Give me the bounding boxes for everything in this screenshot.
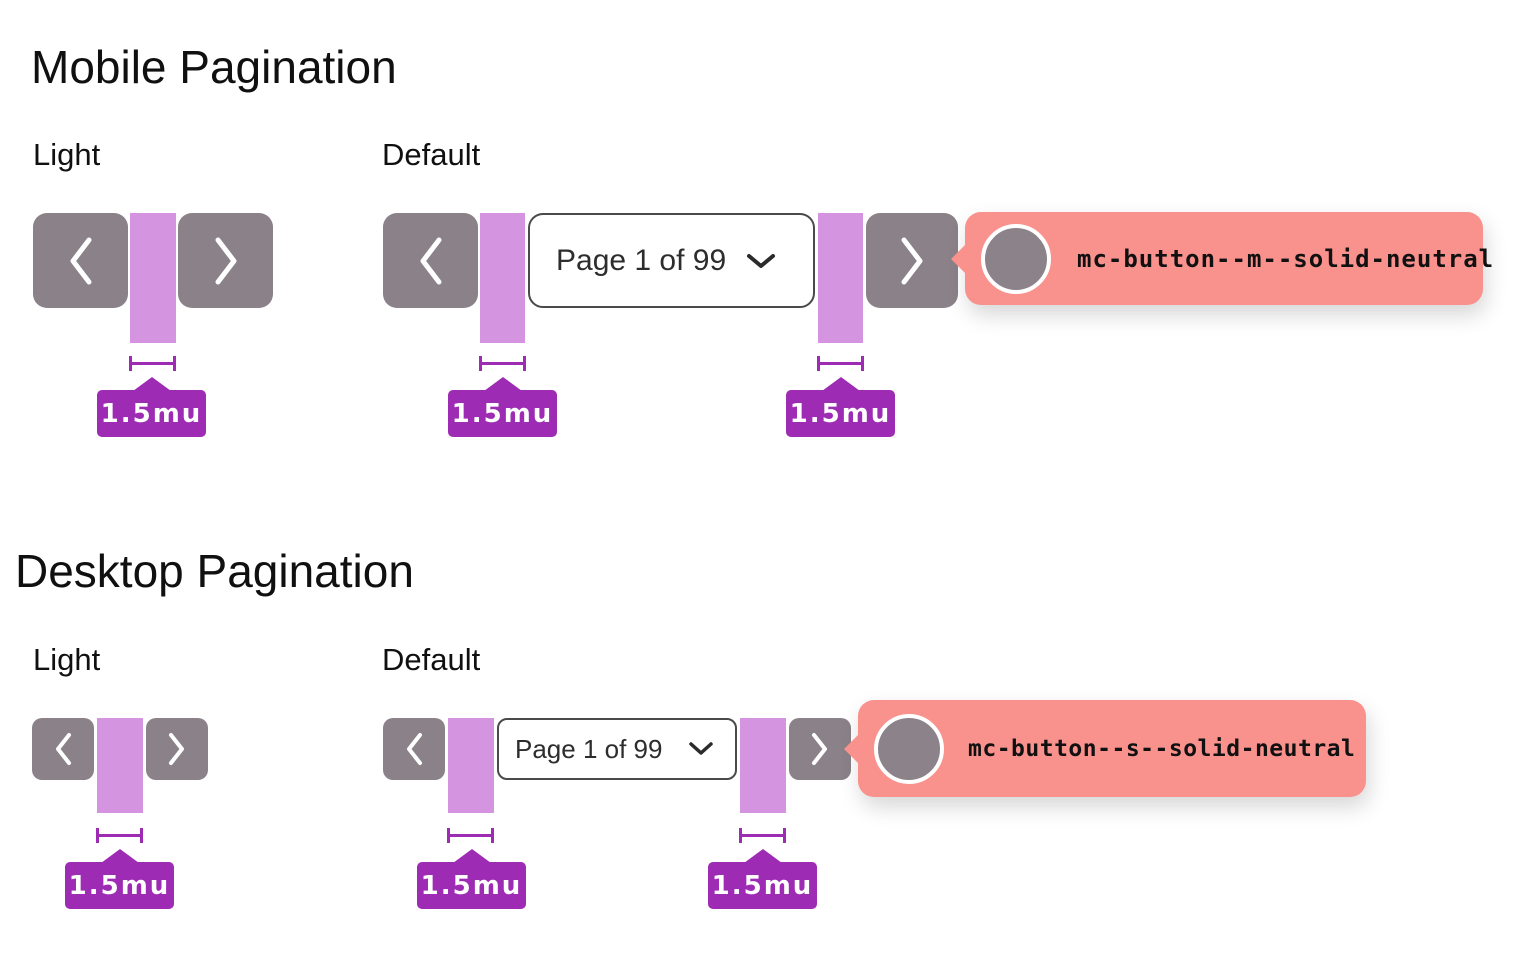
measurement-ruler <box>129 356 176 371</box>
page-select-value: Page 1 of 99 <box>556 243 727 277</box>
next-page-button[interactable] <box>866 213 958 308</box>
button-swatch-circle-icon <box>874 713 944 784</box>
chevron-right-icon <box>215 237 236 284</box>
next-page-button[interactable] <box>178 213 273 308</box>
component-name-label: mc-button--s--solid-neutral <box>968 735 1356 762</box>
page-select-dropdown[interactable]: Page 1 of 99 <box>528 213 815 308</box>
desktop-section-title: Desktop Pagination <box>15 545 414 597</box>
spacing-highlight <box>740 718 786 813</box>
measurement-value: 1.5mu <box>711 870 814 901</box>
measurement-value: 1.5mu <box>451 398 554 429</box>
prev-page-button[interactable] <box>383 213 478 308</box>
spacing-highlight <box>130 213 176 343</box>
measurement-badge: 1.5mu <box>708 862 817 909</box>
mobile-default-label: Default <box>382 137 481 172</box>
prev-page-button[interactable] <box>383 718 445 780</box>
desktop-light-label: Light <box>33 642 101 677</box>
prev-page-button[interactable] <box>33 213 128 308</box>
measurement-badge: 1.5mu <box>97 390 206 437</box>
chevron-right-icon <box>812 733 827 765</box>
spacing-highlight <box>818 213 863 343</box>
measurement-ruler <box>479 356 526 371</box>
next-page-button[interactable] <box>789 718 851 780</box>
measurement-ruler <box>96 828 143 843</box>
callout-arrow-icon <box>951 243 966 274</box>
measurement-value: 1.5mu <box>68 870 171 901</box>
prev-page-button[interactable] <box>32 718 94 780</box>
chevron-right-icon <box>901 237 923 284</box>
chevron-left-icon <box>56 733 71 765</box>
page-select-value: Page 1 of 99 <box>515 733 663 764</box>
component-callout-mobile: mc-button--m--solid-neutral <box>951 212 1493 305</box>
spacing-highlight <box>97 718 143 813</box>
measurement-value: 1.5mu <box>100 398 203 429</box>
page-select-dropdown[interactable]: Page 1 of 99 <box>497 718 737 780</box>
chevron-down-icon <box>747 253 775 268</box>
measurement-badge: 1.5mu <box>417 862 526 909</box>
chevron-right-icon <box>169 733 184 765</box>
next-page-button[interactable] <box>146 718 208 780</box>
mobile-section-title: Mobile Pagination <box>31 41 397 93</box>
callout-arrow-icon <box>844 733 859 764</box>
chevron-left-icon <box>70 237 91 284</box>
spacing-highlight <box>448 718 494 813</box>
chevron-down-icon <box>689 742 713 755</box>
measurement-ruler <box>817 356 864 371</box>
measurement-ruler <box>739 828 786 843</box>
desktop-default-label: Default <box>382 642 481 677</box>
chevron-left-icon <box>420 237 441 284</box>
chevron-left-icon <box>407 733 422 765</box>
button-swatch-circle-icon <box>981 223 1051 294</box>
measurement-value: 1.5mu <box>420 870 523 901</box>
measurement-ruler <box>447 828 494 843</box>
measurement-badge: 1.5mu <box>448 390 557 437</box>
spacing-highlight <box>480 213 525 343</box>
measurement-badge: 1.5mu <box>65 862 174 909</box>
measurement-value: 1.5mu <box>789 398 892 429</box>
component-callout-desktop: mc-button--s--solid-neutral <box>844 700 1366 797</box>
mobile-light-label: Light <box>33 137 101 172</box>
measurement-badge: 1.5mu <box>786 390 895 437</box>
component-name-label: mc-button--m--solid-neutral <box>1077 244 1495 273</box>
